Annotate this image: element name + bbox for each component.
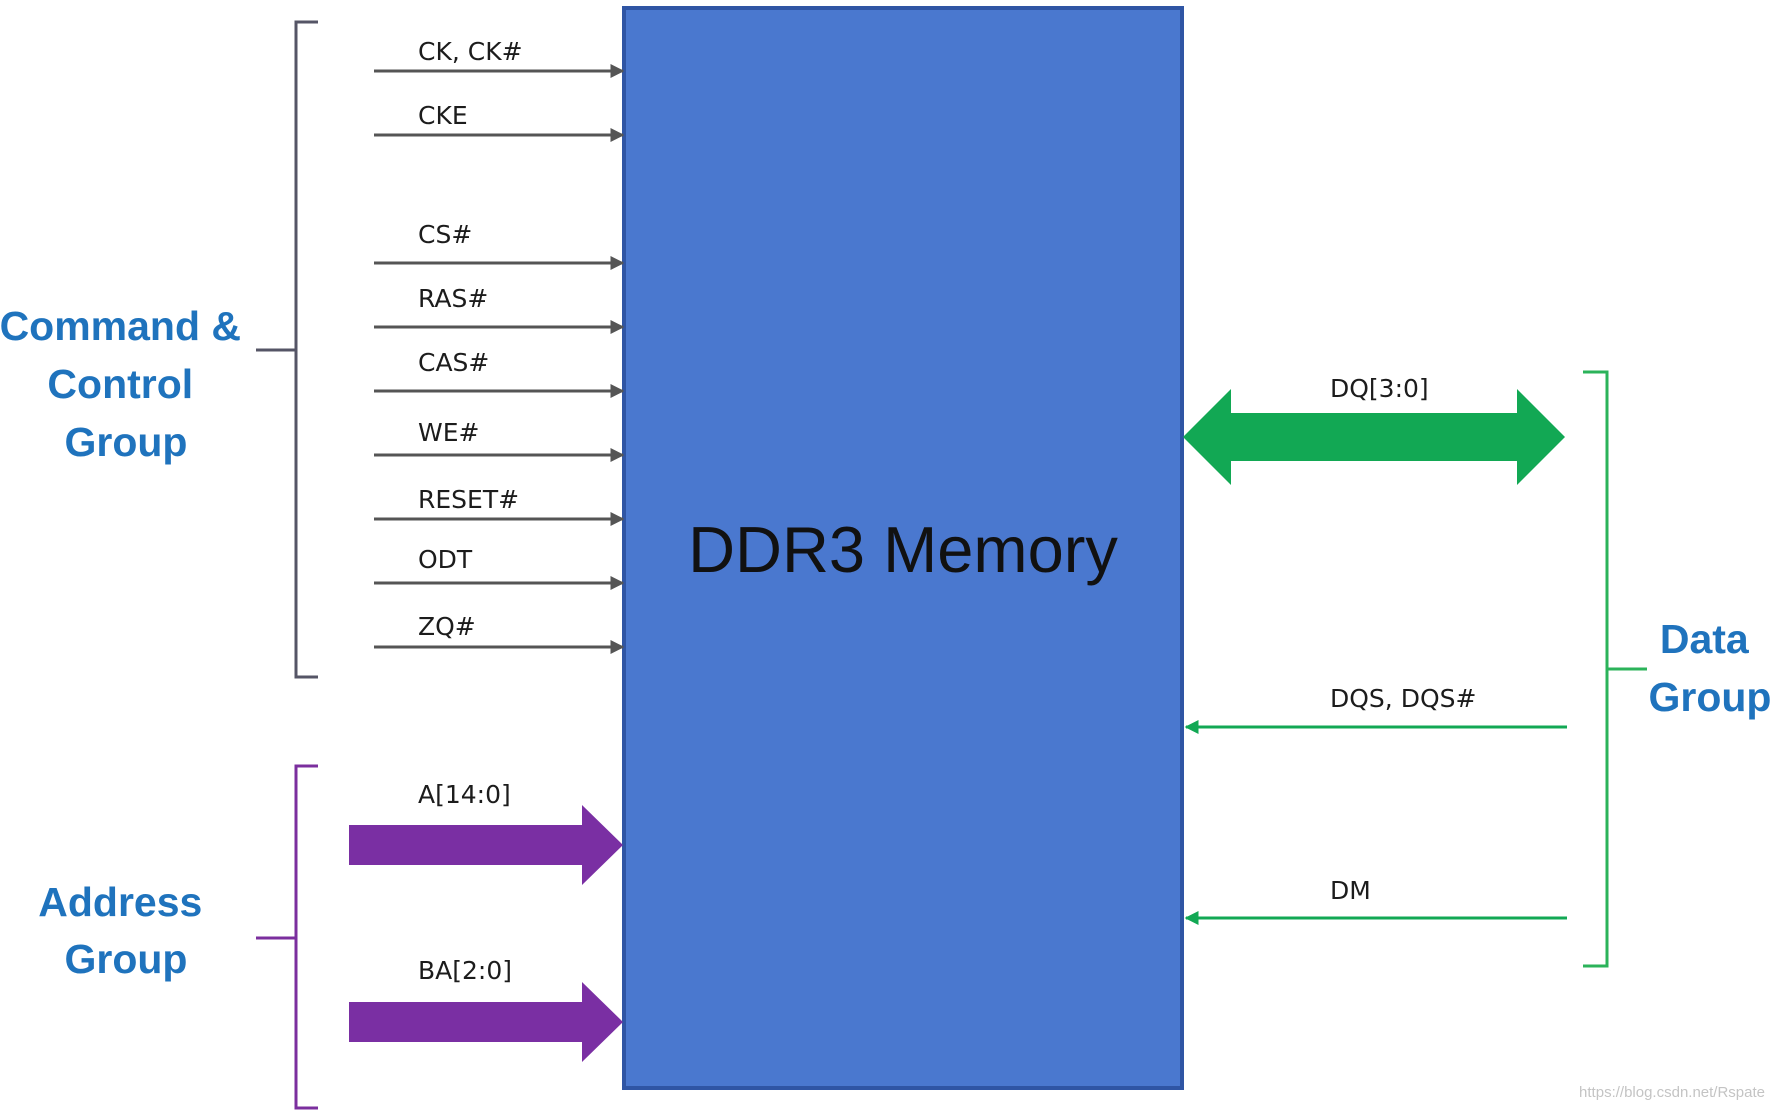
command-group-label-line: Command & [0, 303, 241, 349]
address-group-label-line: Group [65, 936, 188, 982]
signal-label-ck: CK, CK# [418, 37, 523, 66]
command-group-brace [256, 20, 318, 679]
data-bus-bidir-arrow [1183, 389, 1565, 485]
signal-label-dq: DQ[3:0] [1330, 374, 1429, 403]
signal-label-cs: CS# [418, 220, 472, 249]
signal-label-cas: CAS# [418, 348, 489, 377]
data-group-brace [1583, 370, 1647, 968]
address-bus-arrow-a [349, 805, 623, 885]
address-group-label-line: Address [38, 879, 202, 925]
memory-block [622, 6, 1184, 1090]
address-group-brace [256, 764, 318, 1110]
address-bus-arrow-ba [349, 982, 623, 1062]
signal-label-we: WE# [418, 418, 479, 447]
address-group-label: Address Group [38, 879, 213, 982]
data-group-label-line: Data [1660, 616, 1750, 662]
memory-label: DDR3 Memory [688, 513, 1118, 586]
signal-label-ba: BA[2:0] [418, 956, 512, 985]
signal-label-dqs: DQS, DQS# [1330, 684, 1476, 713]
signal-label-reset: RESET# [418, 485, 519, 514]
signal-label-ras: RAS# [418, 284, 488, 313]
command-signals: CK, CK# CKE CS# RAS# CAS# WE# RESET# ODT… [374, 37, 625, 654]
command-group-label-line: Group [65, 419, 188, 465]
command-group-label-line: Control [47, 361, 193, 407]
signal-label-a: A[14:0] [418, 780, 511, 809]
signal-label-cke: CKE [418, 101, 468, 130]
data-group-label-line: Group [1649, 674, 1772, 720]
watermark-text: https://blog.csdn.net/Rspate [1579, 1084, 1765, 1101]
signal-label-zq: ZQ# [418, 612, 476, 641]
signal-label-dm: DM [1330, 876, 1371, 905]
command-group-label: Command & Control Group [0, 303, 252, 465]
data-group-label: Data Group [1649, 616, 1772, 720]
signal-label-odt: ODT [418, 545, 473, 574]
